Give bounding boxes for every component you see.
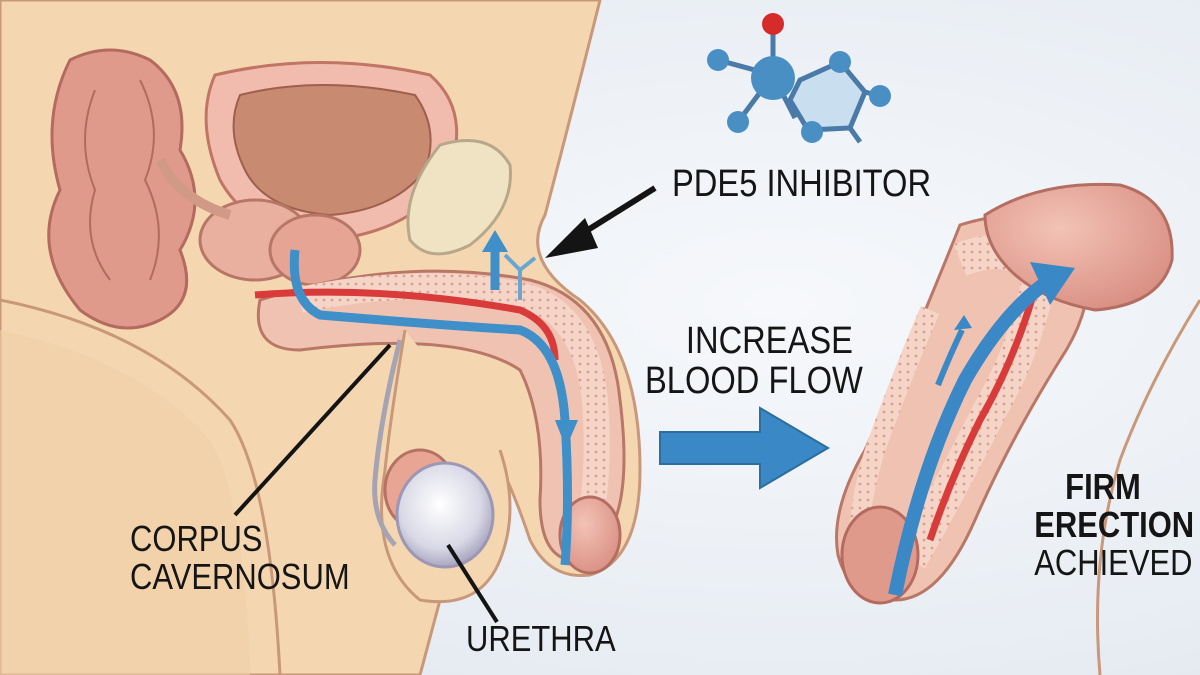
bladder: [204, 61, 459, 242]
colon: [47, 48, 197, 330]
pubic-bone: [406, 139, 512, 256]
increase-line-2: BLOOD FLOW: [645, 359, 863, 402]
corpus-line-1: CORPUS: [130, 518, 263, 559]
corpus-cavernosum-label: CORPUS CAVERNOSUM: [130, 520, 350, 596]
urethra-label: URETHRA: [466, 618, 616, 659]
pde5-pointer-arrow: [545, 185, 657, 258]
erect-penis: [835, 182, 1200, 675]
testis: [372, 329, 512, 604]
increase-blood-flow-label: INCREASE BLOOD FLOW: [645, 320, 863, 402]
molecule-icon: [707, 13, 891, 144]
corpus-line-2: CAVERNOSUM: [130, 555, 350, 597]
pointer-lines: [233, 343, 499, 624]
firm-erection-label: FIRM ERECTION ACHIEVED: [1034, 466, 1195, 583]
pde5-inhibitor-label: PDE5 INHIBITOR: [672, 163, 932, 205]
flow-arrow: [659, 406, 830, 490]
firm-line-2: ERECTION: [1034, 503, 1195, 545]
firm-line-3: ACHIEVED: [1034, 541, 1193, 583]
increase-line-1: INCREASE: [685, 320, 853, 362]
flaccid-penis: [254, 230, 626, 575]
firm-line-1: FIRM: [1065, 466, 1141, 507]
